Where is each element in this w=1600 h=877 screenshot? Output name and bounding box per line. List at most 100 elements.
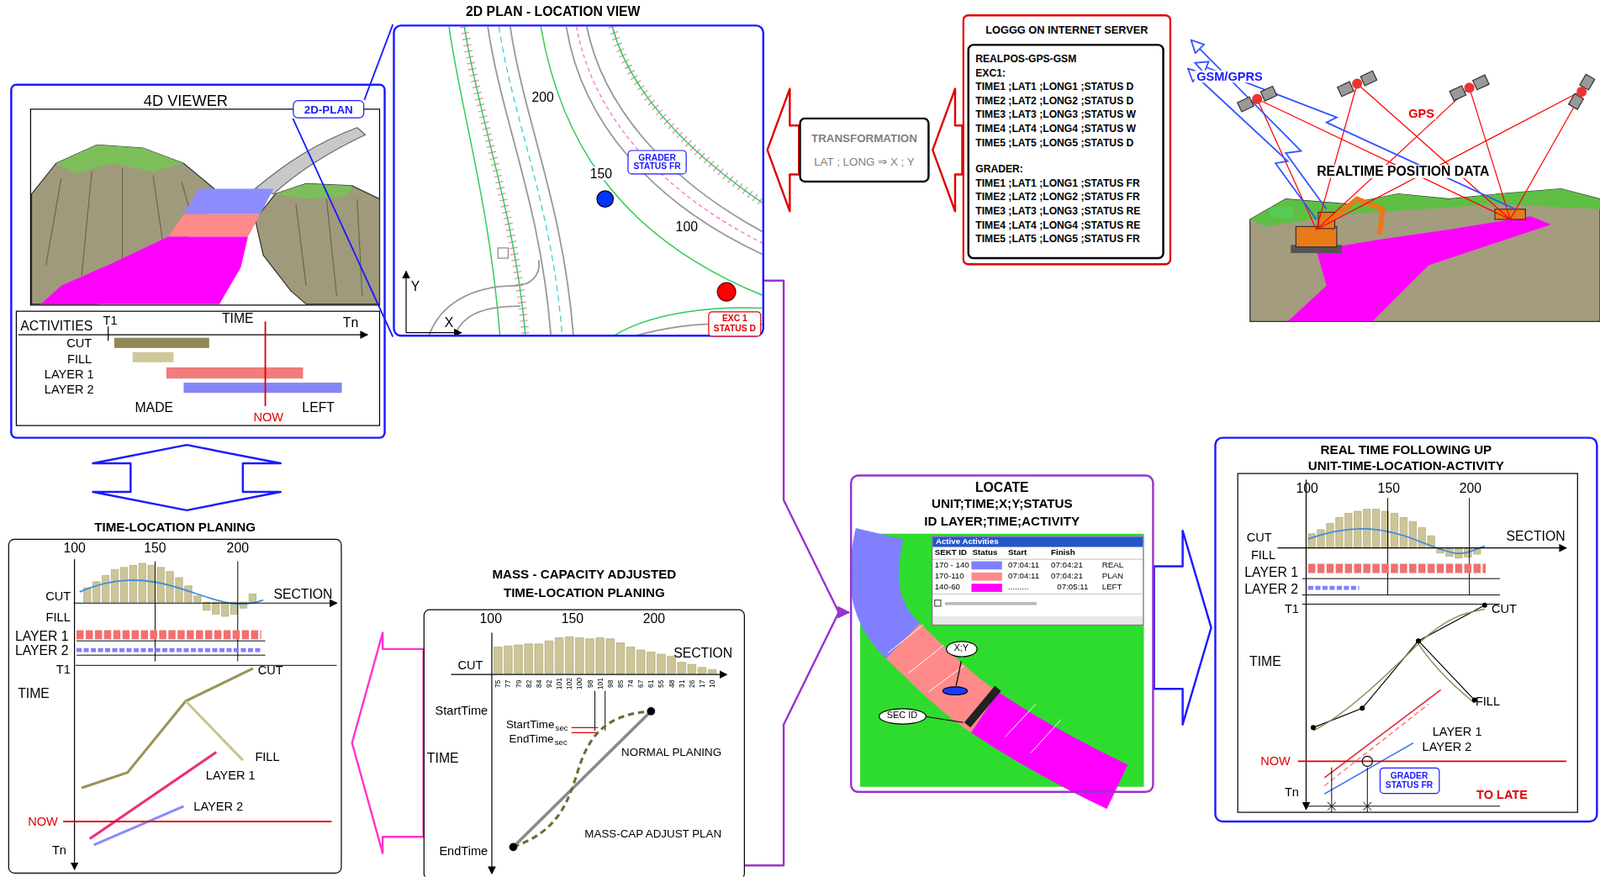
text-label: FILL [254, 750, 280, 764]
section-axis [1277, 547, 1566, 549]
text-label: 101 [596, 677, 603, 690]
text-label: StartTime [435, 703, 489, 717]
node-text: SEC ID [887, 711, 918, 722]
status-swatch [971, 561, 1002, 571]
status-callout: GRADER STATUS FR [1378, 767, 1440, 795]
gsm-signal [1188, 69, 1317, 220]
text-label: GSM/GPRS [1194, 70, 1265, 84]
text-label: LAYER 1 [15, 628, 69, 643]
text-label: 07:04:11 [1008, 561, 1040, 571]
window [931, 535, 1144, 626]
now-line [63, 820, 332, 823]
gsm-signal [1192, 41, 1327, 210]
cut-actual [1313, 605, 1485, 729]
mass-curve [1308, 528, 1485, 554]
text-label: TIME [221, 311, 254, 326]
plan-panel: 2D PLAN - LOCATION VIEWGRADER STATUS FRE… [392, 24, 765, 337]
text-label: LAYER 2 [44, 383, 95, 397]
node-text: TIME2 ;LAT2 ;LONG2 ;STATUS FR [975, 190, 1157, 204]
solar-panel [1449, 85, 1466, 101]
text-label: 170-110 [934, 572, 965, 581]
plan-drawing [428, 26, 763, 336]
fill-road [1288, 216, 1552, 322]
section-bar [964, 686, 1002, 729]
solar-panel [1237, 96, 1254, 112]
road [254, 127, 365, 195]
text-label: CUT [66, 337, 92, 350]
text-label: 100 [63, 541, 85, 555]
text-label: 100 [673, 220, 700, 234]
solar-panel [1360, 70, 1377, 86]
text-label: 200 [643, 612, 666, 626]
connector [292, 24, 393, 337]
node-text: REAL TIME FOLLOWING UP [1216, 443, 1596, 458]
leader-line [924, 660, 964, 723]
grid-line [75, 561, 338, 666]
text-label: FILL [1251, 549, 1276, 562]
text-label: MASS-CAP ADJUST PLAN [584, 828, 722, 840]
text-label: FILL [1475, 694, 1500, 708]
node-text: TIME2 ;LAT2 ;LONG2 ;STATUS D [975, 93, 1157, 107]
text-label: LAYER 1 [1432, 725, 1483, 739]
tag-box: 2D-PLAN [292, 100, 365, 119]
text-label: NORMAL PLANING [621, 746, 722, 758]
text-label: Tn [343, 316, 359, 330]
node-text: GRADER: [975, 162, 1157, 176]
text-label: 48 [667, 679, 675, 687]
text-label: NOW [253, 411, 284, 424]
text-label: 67 [637, 679, 645, 687]
node-text: UNIT-TIME-LOCATION-ACTIVITY [1216, 459, 1596, 474]
node-text: LAT ; LONG ⇒ X ; Y [813, 155, 915, 169]
text-label: SECTION [673, 646, 733, 661]
text-label: 31 [677, 679, 685, 687]
road-layer1 [902, 640, 985, 713]
text-label: EndTime [509, 733, 555, 745]
delay-marker [1362, 755, 1373, 766]
plan-point [646, 707, 655, 716]
mass-cap-plan [512, 711, 651, 847]
scene-frame [30, 109, 380, 306]
now-line [1298, 760, 1567, 762]
text-label: LAYER 2 [1422, 740, 1473, 754]
text-label: Tn [1284, 786, 1300, 799]
section-times [571, 727, 599, 733]
text-label: 07:04:21 [1050, 572, 1083, 581]
satellite [1568, 73, 1595, 110]
option-bar [945, 601, 1037, 606]
section-axis [73, 602, 337, 604]
text-label: LAYER 1 [205, 769, 256, 782]
node-text: TIME-LOCATION PLANING [424, 586, 745, 601]
node-text: EXC 1 STATUS D [711, 314, 759, 334]
layer1-bars [76, 629, 262, 639]
node-text: EXC1: [975, 65, 1157, 80]
road-grid [887, 624, 1062, 754]
layer2-bar [183, 382, 342, 393]
text-label: 55 [657, 679, 665, 687]
status-callout: EXC 1 STATUS D [707, 311, 761, 337]
text-label: T1 [56, 663, 71, 676]
text-label: 100 [1296, 480, 1319, 495]
mountain-top [56, 144, 185, 174]
text-label: CUT [258, 664, 284, 677]
node-text: MASS - CAPACITY ADJUSTED [424, 567, 745, 582]
text-label: CUT [1246, 531, 1273, 544]
node-text: LOGGG ON INTERNET SERVER [964, 23, 1170, 37]
road-edge [428, 26, 763, 336]
node-text: TIME5 ;LAT5 ;LONG5 ;STATUS D [975, 135, 1157, 149]
node-text: 4D VIEWER [104, 91, 268, 110]
text-label: CUT [1491, 602, 1517, 616]
connector [92, 444, 280, 511]
text-label: MADE [134, 400, 174, 414]
time-axis [73, 559, 75, 870]
text-label: SECTION [273, 586, 333, 601]
text-label: NOW [1260, 755, 1291, 768]
text-label: 07:04:11 [1008, 572, 1040, 581]
data-points [1310, 602, 1488, 731]
satellite-body [1574, 84, 1590, 100]
text-label: SECTION [1505, 528, 1565, 543]
text-label: 150 [143, 541, 166, 555]
text-label: LAYER 2 [193, 800, 243, 814]
connector [1154, 530, 1212, 725]
text-label: StartTime [506, 718, 555, 730]
